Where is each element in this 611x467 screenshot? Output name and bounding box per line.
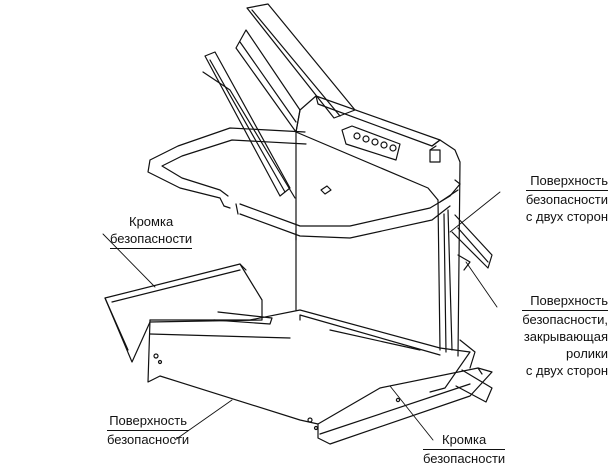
leader-lines [102, 191, 501, 441]
label-left-edge: Кромка безопасности [110, 213, 193, 249]
label-bls-line-1: Поверхность [107, 412, 190, 431]
label-rs1-line-3: с двух сторон [525, 209, 608, 224]
label-bottom-right-edge: Кромка безопасности [423, 431, 506, 467]
label-right-surface-rollers: Поверхность безопасности, закрывающая ро… [522, 292, 608, 379]
label-left-edge-line-2: безопасности [110, 230, 193, 249]
guide-rail-lower [451, 214, 493, 403]
label-right-surface-two-sides: Поверхность безопасности с двух сторон [525, 172, 608, 225]
label-rs1-line-1: Поверхность [525, 172, 608, 191]
label-bre-line-2: безопасности [423, 451, 506, 466]
label-bre-line-1: Кромка [423, 431, 506, 450]
label-rs2-line-5: с двух сторон [525, 363, 608, 378]
label-rs2-line-4: ролики [566, 346, 608, 361]
label-rs1-line-2: безопасности [525, 192, 608, 207]
leader-bottom-edge [389, 385, 434, 441]
handrail-arm [147, 127, 461, 241]
label-left-edge-line-1: Кромка [129, 214, 174, 229]
left-flap [104, 263, 263, 363]
leader-bottom-surface [174, 399, 233, 441]
leader-right-surface-1 [449, 191, 501, 233]
label-rs2-line-3: закрывающая [523, 329, 608, 344]
guide-rail-upper [202, 3, 356, 199]
label-rs2-line-1: Поверхность [522, 292, 608, 311]
leader-right-surface-2 [465, 261, 498, 308]
right-flap [317, 367, 493, 445]
control-panel [341, 125, 401, 161]
label-rs2-line-2: безопасности, [522, 312, 608, 327]
label-bottom-left-surface: Поверхность безопасности [107, 412, 190, 448]
platform-floor [147, 309, 471, 431]
label-bls-line-2: безопасности [107, 432, 190, 447]
leader-left-edge [102, 233, 156, 288]
